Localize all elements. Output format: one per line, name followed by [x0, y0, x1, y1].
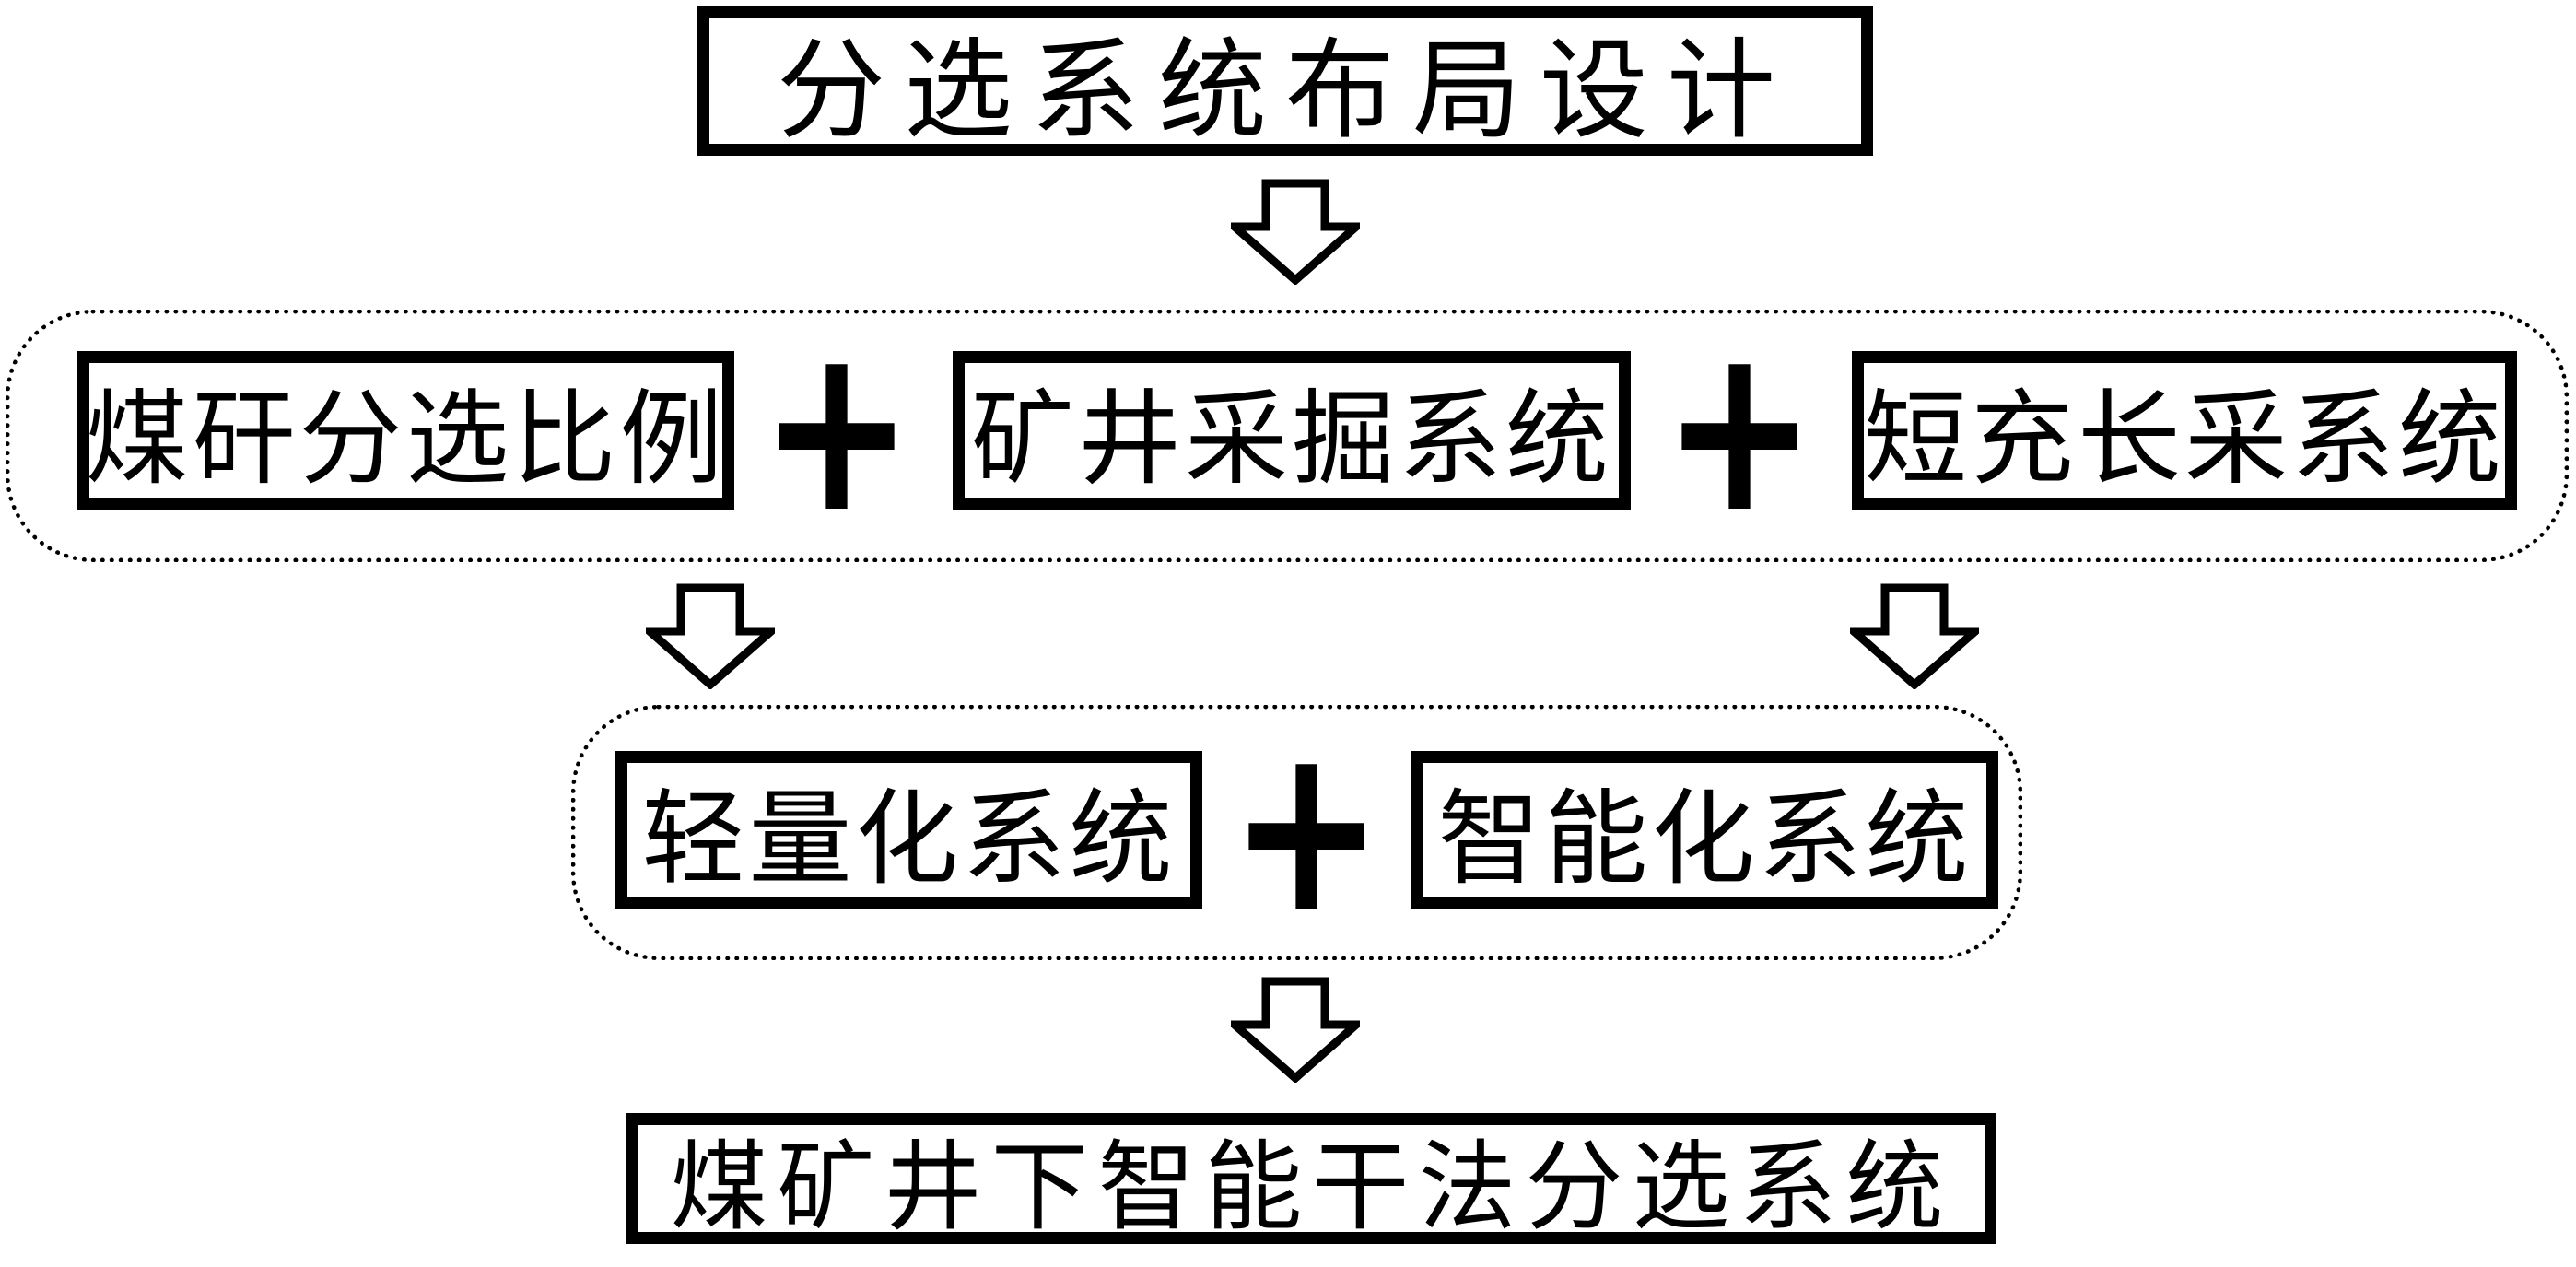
node-label: 矿井采掘系统 [971, 383, 1612, 498]
box-short-backfill-long-mining-system: 短充长采系统 [1852, 351, 2517, 510]
plus-label: + [759, 295, 914, 564]
plus-label: + [1662, 295, 1817, 564]
plus-icon: + [759, 314, 914, 545]
level2-group [571, 705, 2022, 960]
plus-label: + [1229, 695, 1384, 964]
down-arrow-icon [1850, 583, 1979, 689]
box-coal-gangue-sorting-ratio: 煤矸分选比例 [77, 351, 734, 510]
down-arrow-icon [1231, 179, 1360, 285]
box-lightweight-system: 轻量化系统 [615, 751, 1202, 909]
down-arrow-icon [646, 583, 775, 689]
node-label: 智能化系统 [1437, 783, 1973, 897]
box-intelligent-system: 智能化系统 [1411, 751, 1998, 909]
result-label: 煤矿井下智能干法分选系统 [670, 1134, 1953, 1242]
box-mine-excavation-system: 矿井采掘系统 [953, 351, 1631, 510]
node-label: 轻量化系统 [641, 783, 1177, 897]
plus-icon: + [1662, 314, 1817, 545]
node-label: 短充长采系统 [1864, 383, 2505, 498]
level1-group [6, 310, 2569, 562]
node-label: 煤矸分选比例 [85, 383, 727, 498]
plus-icon: + [1229, 714, 1384, 944]
title-box: 分选系统布局设计 [697, 6, 1873, 156]
box-result-underground-intelligent-dry-sorting-system: 煤矿井下智能干法分选系统 [626, 1113, 1996, 1244]
title-label: 分选系统布局设计 [776, 31, 1794, 152]
down-arrow-icon [1231, 977, 1360, 1083]
